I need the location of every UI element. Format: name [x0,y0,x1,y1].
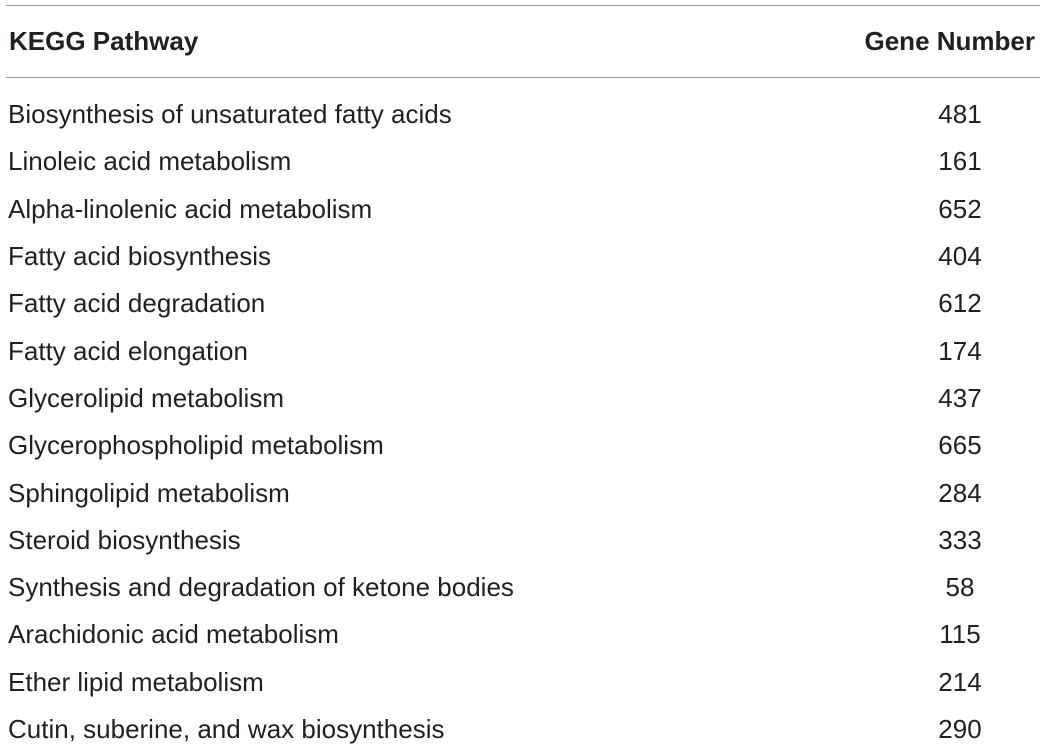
table-row: Cutin, suberine, and wax biosynthesis 290 [6,706,1040,753]
pathway-cell: Alpha-linolenic acid metabolism [8,193,373,224]
pathway-cell: Ether lipid metabolism [8,666,264,697]
gene-number-cell: 174 [938,335,982,366]
gene-number-cell: 437 [938,382,982,413]
table-row: Linoleic acid metabolism 161 [6,138,1040,185]
gene-number-cell: 333 [938,524,982,555]
table-top-rule [6,5,1040,6]
gene-number-cell: 652 [938,193,982,224]
gene-number-cell: 290 [938,714,982,744]
table-row: Fatty acid elongation 174 [6,327,1040,374]
gene-number-cell: 284 [938,477,982,508]
table-row: Fatty acid degradation 612 [6,280,1040,327]
table-row: Steroid biosynthesis 333 [6,517,1040,564]
table-body: Biosynthesis of unsaturated fatty acids 4… [6,78,1040,753]
pathway-cell: Biosynthesis of unsaturated fatty acids [8,99,452,130]
gene-number-cell: 612 [938,288,982,319]
table-header-rule [6,77,1040,78]
table-row: Arachidonic acid metabolism 115 [6,611,1040,658]
table-row: Sphingolipid metabolism 284 [6,469,1040,516]
pathway-cell: Cutin, suberine, and wax biosynthesis [8,714,445,744]
pathway-cell: Sphingolipid metabolism [8,477,290,508]
pathway-cell: Fatty acid elongation [8,335,248,366]
table-row: Synthesis and degradation of ketone bodi… [6,564,1040,611]
gene-number-cell: 58 [945,572,975,603]
pathway-cell: Arachidonic acid metabolism [8,619,339,650]
table-row: Glycerolipid metabolism 437 [6,375,1040,422]
kegg-pathway-table: KEGG Pathway Gene Number Biosynthesis of… [6,5,1040,753]
gene-number-cell: 404 [938,241,982,272]
gene-number-cell: 214 [938,666,982,697]
pathway-cell: Fatty acid biosynthesis [8,241,272,272]
gene-number-cell: 481 [938,99,982,130]
table-row: Alpha-linolenic acid metabolism 652 [6,186,1040,233]
table-row: Ether lipid metabolism 214 [6,659,1040,706]
pathway-cell: Linoleic acid metabolism [8,146,292,177]
header-gene-number: Gene Number [864,26,1036,56]
table-row: Biosynthesis of unsaturated fatty acids 4… [6,91,1040,138]
gene-number-cell: 115 [939,619,981,650]
pathway-cell: Glycerolipid metabolism [8,382,284,413]
pathway-cell: Synthesis and degradation of ketone bodi… [8,572,514,603]
pathway-cell: Steroid biosynthesis [8,524,241,555]
pathway-cell: Fatty acid degradation [8,288,266,319]
gene-number-cell: 665 [938,430,982,461]
pathway-cell: Glycerophospholipid metabolism [8,430,384,461]
gene-number-cell: 161 [938,146,982,177]
header-kegg-pathway: KEGG Pathway [9,26,199,56]
table-row: Fatty acid biosynthesis 404 [6,233,1040,280]
table-row: Glycerophospholipid metabolism 665 [6,422,1040,469]
table-header-row: KEGG Pathway Gene Number [6,6,1040,77]
